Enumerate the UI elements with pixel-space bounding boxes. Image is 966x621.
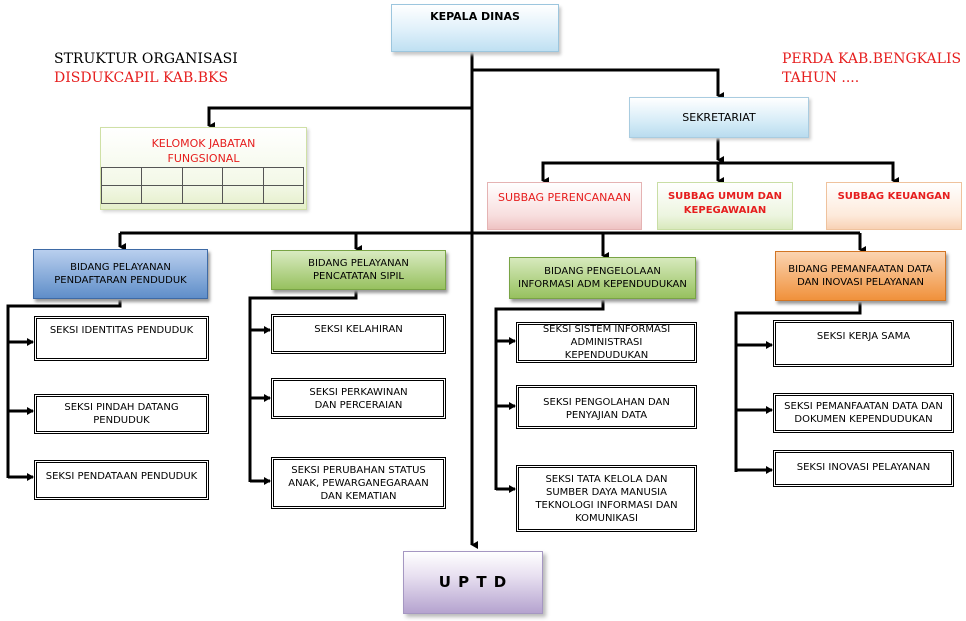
regulation-note: PERDA KAB.BENGKALIS TAHUN .... (782, 50, 961, 88)
seksi-kelahiran-box: SEKSI KELAHIRAN (271, 314, 446, 354)
sekretariat-box: SEKRETARIAT (629, 97, 809, 138)
bidang-pemanfaatan-data-box: BIDANG PEMANFAATAN DATA DAN INOVASI PELA… (775, 251, 946, 301)
heading-line-1: STRUKTUR ORGANISASI (54, 51, 238, 67)
seksi-pendataan-penduduk-box: SEKSI PENDATAAN PENDUDUK (34, 460, 209, 500)
uptd-box: U P T D (403, 551, 543, 614)
seksi-pemanfaatan-data-dokumen-box: SEKSI PEMANFAATAN DATA DAN DOKUMEN KEPEN… (773, 393, 954, 433)
heading-line-2: DISDUKCAPIL KAB.BKS (54, 70, 229, 86)
org-structure-heading: STRUKTUR ORGANISASI DISDUKCAPIL KAB.BKS (54, 50, 238, 88)
subbag-umum-kepegawaian-box: SUBBAG UMUM DAN KEPEGAWAIAN (657, 182, 793, 230)
bidang-pencatatan-sipil-box: BIDANG PELAYANAN PENCATATAN SIPIL (271, 250, 446, 290)
seksi-kerja-sama-box: SEKSI KERJA SAMA (773, 320, 954, 367)
subbag-keuangan-box: SUBBAG KEUANGAN (826, 182, 962, 230)
seksi-perubahan-status-box: SEKSI PERUBAHAN STATUS ANAK, PEWARGANEGA… (271, 457, 446, 509)
bidang-pendaftaran-penduduk-box: BIDANG PELAYANAN PENDAFTARAN PENDUDUK (33, 249, 208, 299)
regulation-line-2: TAHUN .... (782, 70, 860, 86)
kelompok-label: KELOMOK JABATAN FUNGSIONAL (151, 137, 256, 165)
seksi-pindah-datang-box: SEKSI PINDAH DATANG PENDUDUK (34, 394, 209, 434)
kelompok-grid (100, 167, 305, 204)
subbag-perencanaan-box: SUBBAG PERENCANAAN (487, 182, 642, 230)
regulation-line-1: PERDA KAB.BENGKALIS (782, 51, 962, 67)
seksi-inovasi-pelayanan-box: SEKSI INOVASI PELAYANAN (773, 450, 954, 487)
kepala-dinas-box: KEPALA DINAS (391, 4, 559, 52)
seksi-tata-kelola-box: SEKSI TATA KELOLA DAN SUMBER DAYA MANUSI… (516, 465, 697, 532)
seksi-perkawinan-perceraian-box: SEKSI PERKAWINAN DAN PERCERAIAN (271, 378, 446, 419)
seksi-sistem-informasi-box: SEKSI SISTEM INFORMASI ADMINISTRASI KEPE… (516, 322, 697, 363)
seksi-pengolahan-penyajian-box: SEKSI PENGOLAHAN DAN PENYAJIAN DATA (516, 385, 697, 429)
bidang-pengelolaan-informasi-box: BIDANG PENGELOLAAN INFORMASI ADM KEPENDU… (509, 257, 696, 299)
seksi-identitas-penduduk-box: SEKSI IDENTITAS PENDUDUK (34, 316, 209, 361)
